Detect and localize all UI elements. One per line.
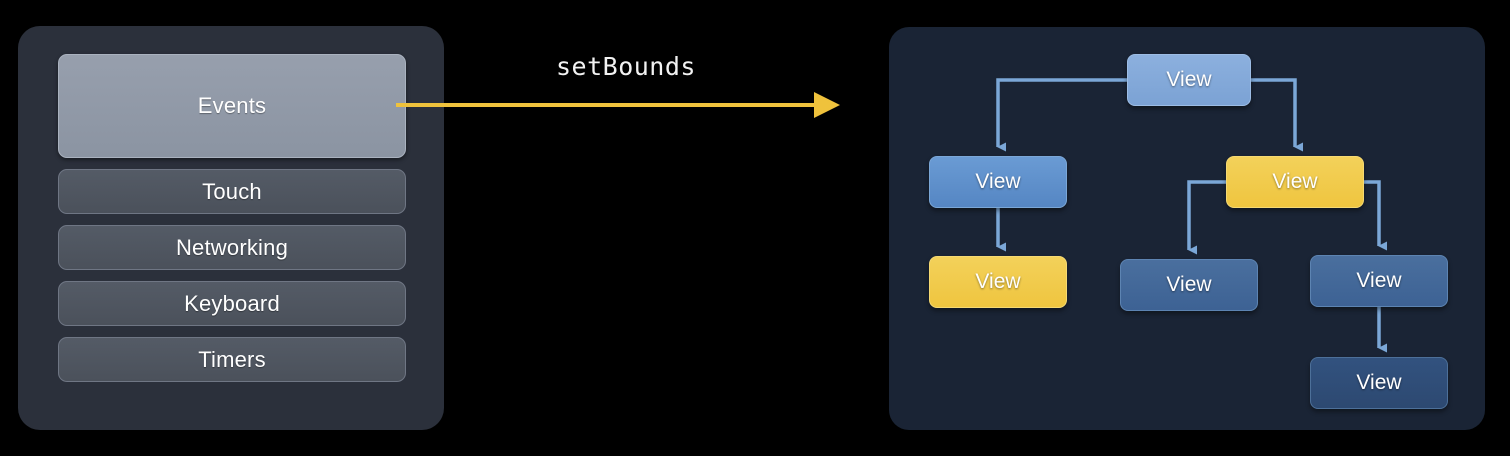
service-item-label: Events <box>197 93 267 118</box>
service-item-keyboard[interactable]: Keyboard <box>58 281 406 326</box>
service-item-timers[interactable]: Timers <box>58 337 406 382</box>
services-panel: Events Touch Networking Keyboard Timers <box>18 26 444 430</box>
flow-label-setbounds: setBounds <box>556 52 696 81</box>
view-node-left-leaf-highlighted[interactable]: View <box>929 256 1067 308</box>
view-tree-connectors <box>996 78 1387 353</box>
view-node-label: View <box>1356 371 1402 394</box>
edge-root-to-left <box>996 78 1127 152</box>
edge-root-to-yellow <box>1251 78 1303 152</box>
flow-arrow-icon <box>396 92 840 118</box>
service-item-label: Keyboard <box>184 290 280 316</box>
service-item-events[interactable]: Events <box>58 54 406 158</box>
view-node-label: View <box>1272 170 1318 193</box>
edge-yellow-to-right <box>1364 180 1387 251</box>
view-node-label: View <box>975 170 1021 193</box>
view-node-right-leaf[interactable]: View <box>1310 255 1448 307</box>
service-item-networking[interactable]: Networking <box>58 225 406 270</box>
view-node-left-branch[interactable]: View <box>929 156 1067 208</box>
service-item-label: Touch <box>202 178 262 204</box>
view-node-right-branch-highlighted[interactable]: View <box>1226 156 1364 208</box>
service-item-label: Networking <box>175 234 289 260</box>
view-node-root[interactable]: View <box>1127 54 1251 106</box>
services-list: Events Touch Networking Keyboard Timers <box>58 54 406 393</box>
service-item-touch[interactable]: Touch <box>58 169 406 214</box>
view-node-right-deep-leaf[interactable]: View <box>1310 357 1448 409</box>
view-node-middle-leaf[interactable]: View <box>1120 259 1258 311</box>
view-node-label: View <box>975 270 1021 293</box>
service-item-label: Timers <box>198 346 266 372</box>
view-node-label: View <box>1166 68 1212 91</box>
view-node-label: View <box>1166 273 1212 296</box>
edge-yellow-to-mid <box>1187 180 1226 255</box>
view-tree-panel: View View View View View View View <box>889 27 1485 430</box>
view-node-label: View <box>1356 269 1402 292</box>
